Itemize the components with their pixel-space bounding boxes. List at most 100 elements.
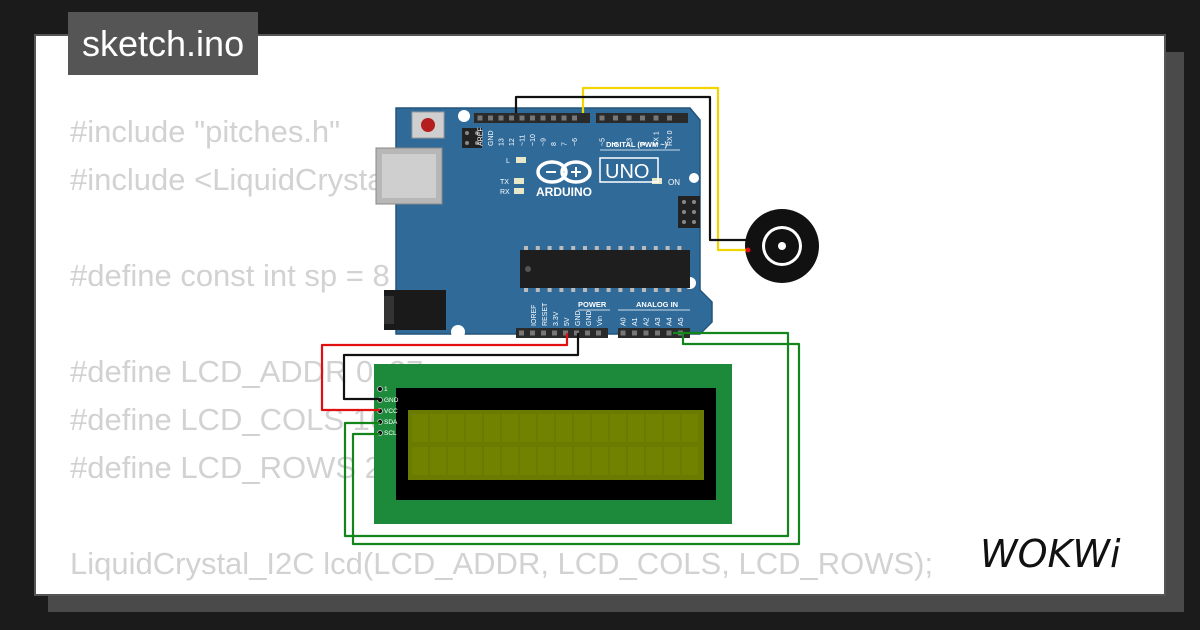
digital-pin-label: ~3 — [627, 138, 634, 146]
digital-pin-label: 13 — [499, 138, 506, 146]
chip-pin — [535, 246, 540, 250]
chip-pin — [677, 246, 682, 250]
lcd-cell — [628, 414, 644, 442]
wire-endpoints — [745, 237, 751, 253]
power-pin — [519, 330, 524, 336]
chip-pin — [594, 288, 599, 292]
lcd-cell — [610, 414, 626, 442]
lcd-cell — [448, 414, 464, 442]
led-tx — [514, 178, 524, 184]
chip-pin — [618, 246, 623, 250]
power-pin-label: 5V — [564, 317, 571, 326]
digital-pin-label: 4 — [613, 142, 620, 146]
chip-pin — [547, 246, 552, 250]
lcd-cell — [682, 447, 698, 475]
analog-pin-label: A2 — [644, 317, 651, 326]
icsp-header — [678, 196, 700, 228]
chip-pin — [547, 288, 552, 292]
digital-pin — [540, 115, 546, 121]
chip-pin — [559, 288, 564, 292]
power-pin-label: IOREF — [531, 305, 538, 326]
digital-pin-label: AREF — [478, 127, 485, 146]
analog-pin — [620, 330, 626, 336]
digital-pin-label: ~10 — [530, 134, 537, 146]
power-header-label: POWER — [578, 300, 607, 309]
analog-pin-label: A5 — [678, 317, 685, 326]
wokwi-logo-text: WOKWi — [980, 532, 1121, 576]
analog-header-label: ANALOG IN — [636, 300, 678, 309]
lcd-cell — [646, 447, 662, 475]
digital-pin-label: TX 1 — [654, 131, 661, 146]
file-tab[interactable]: sketch.ino — [68, 12, 259, 75]
analog-pin-label: A1 — [632, 317, 639, 326]
digital-pin-label: 7 — [562, 142, 569, 146]
chip-pin — [571, 288, 576, 292]
wire-lcd-gnd — [342, 333, 580, 401]
digital-pin — [653, 115, 659, 121]
analog-pin-label: A4 — [667, 317, 674, 326]
chip-pin — [665, 246, 670, 250]
chip-pin — [606, 246, 611, 250]
lcd-cell — [448, 447, 464, 475]
lcd-pin-label: GND — [384, 397, 399, 404]
lcd-cell — [484, 447, 500, 475]
chip-pin — [524, 288, 528, 292]
chip-pin — [642, 288, 646, 292]
digital-pin — [498, 115, 504, 121]
chip-pin — [535, 288, 540, 292]
analog-pin-label: A0 — [621, 317, 628, 326]
piezo-buzzer[interactable] — [745, 209, 819, 283]
chip-pin — [559, 246, 564, 250]
code-line: #define LCD_ADDR 0x27 — [70, 354, 424, 389]
chip-pin — [594, 246, 599, 250]
chip-pin — [630, 246, 635, 250]
led-rx — [514, 188, 524, 194]
led-l — [516, 157, 526, 163]
lcd-cell — [682, 414, 698, 442]
lcd-cell — [574, 447, 590, 475]
digital-pin-label: ~6 — [572, 138, 579, 146]
power-pin-label: RESET — [542, 302, 549, 326]
digital-pin — [488, 115, 493, 121]
analog-pin-label: A3 — [655, 317, 662, 326]
analog-pin — [643, 330, 649, 336]
digital-pin-label: 8 — [551, 142, 558, 146]
led-rx-label: RX — [500, 189, 510, 196]
power-pin — [541, 330, 546, 336]
code-line: #include "pitches.h" — [70, 114, 341, 149]
digital-pin — [551, 115, 556, 121]
lcd-pin-label: 1 — [384, 386, 388, 393]
power-pin-label: GND — [575, 310, 582, 326]
lcd-cell — [538, 447, 554, 475]
lcd-cell — [466, 447, 482, 475]
power-pin — [530, 330, 535, 336]
lcd-cell — [592, 447, 608, 475]
digital-pin — [613, 115, 618, 121]
digital-pin — [572, 115, 577, 121]
chip-pin — [642, 246, 646, 250]
mounting-hole — [451, 325, 465, 339]
digital-pin — [509, 115, 514, 121]
digital-pin-label: RX 0 — [667, 130, 674, 146]
power-jack — [384, 290, 446, 330]
led-on — [652, 178, 662, 184]
mounting-hole — [689, 173, 699, 183]
power-pin — [585, 330, 590, 336]
lcd-cell — [520, 414, 536, 442]
chip-pin — [571, 246, 576, 250]
chip-pin — [583, 288, 587, 292]
chip-pin — [677, 288, 682, 292]
power-pin-label: Vin — [597, 316, 604, 326]
digital-pin — [561, 115, 567, 121]
digital-pin-label: ~11 — [520, 135, 527, 146]
lcd-pin — [377, 386, 383, 392]
chip-pin — [653, 246, 658, 250]
lcd-cell — [502, 414, 518, 442]
wires — [320, 86, 801, 546]
led-tx-label: TX — [500, 179, 509, 186]
chip-pin — [618, 288, 623, 292]
lcd-cell — [412, 447, 428, 475]
chip-pin — [665, 288, 670, 292]
